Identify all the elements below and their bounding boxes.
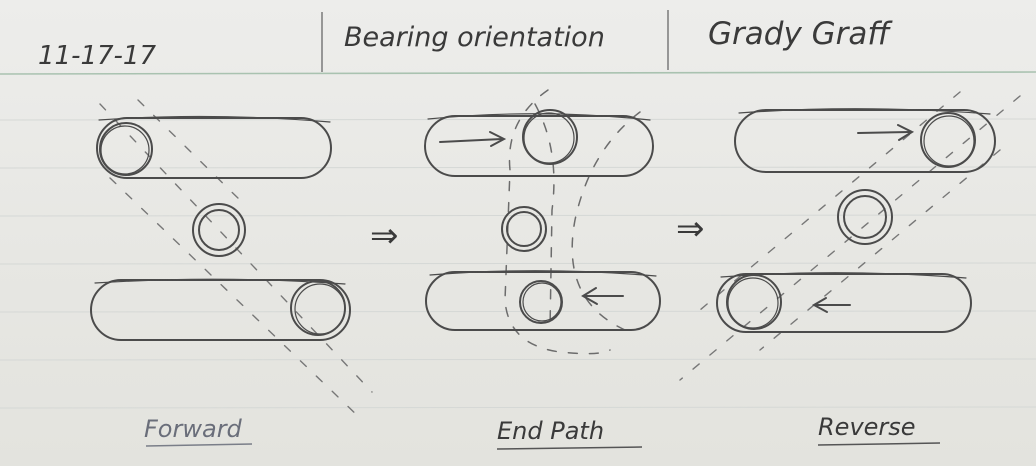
end-path-top-bearing [522, 109, 578, 165]
end-path-middle-bearing-inner [506, 211, 542, 247]
forward-middle-bearing-inner [198, 209, 240, 251]
reverse-bottom-bearing [726, 274, 782, 330]
label-forward: Forward [144, 415, 243, 443]
panel-labels: Forward End Path Reverse [144, 413, 941, 450]
panel-reverse [679, 91, 1021, 381]
end-path-top-slot [424, 115, 654, 177]
end-path-top-arrow [439, 138, 503, 143]
label-forward-underline [145, 443, 253, 447]
reverse-dashed-path [679, 91, 1021, 381]
header-rule [0, 71, 1036, 75]
label-reverse-underline [817, 442, 941, 446]
ruled-lines [0, 71, 1036, 75]
reverse-top-arrow [857, 131, 911, 134]
end-path-bottom-bearing [519, 280, 563, 324]
reverse-middle-bearing-outer [837, 189, 893, 245]
reverse-bottom-slot [716, 273, 972, 333]
end-path-dashed-path [504, 89, 641, 355]
transition-arrow-1: ⇒ [370, 216, 399, 256]
end-path-bottom-slot [425, 271, 661, 331]
reverse-top-slot [734, 109, 996, 173]
title-text: Bearing orientation [344, 22, 605, 53]
header-dividers [321, 10, 669, 72]
author-text: Grady Graff [708, 16, 893, 52]
faint-lines [0, 118, 1036, 409]
label-reverse: Reverse [818, 413, 916, 441]
reverse-middle-bearing-inner [843, 195, 887, 239]
panel-end-path [424, 89, 661, 355]
forward-top-slot [96, 117, 332, 179]
date-text: 11-17-17 [38, 41, 156, 71]
reverse-top-bearing [920, 112, 976, 168]
panel-forward [90, 99, 373, 419]
forward-bottom-slot [90, 279, 351, 341]
label-end-path: End Path [497, 417, 604, 445]
forward-middle-bearing-outer [192, 203, 246, 257]
label-end-path-underline [496, 446, 643, 450]
transition-arrow-2: ⇒ [676, 209, 705, 249]
forward-top-bearing [99, 122, 153, 176]
end-path-middle-bearing-outer [501, 206, 547, 252]
